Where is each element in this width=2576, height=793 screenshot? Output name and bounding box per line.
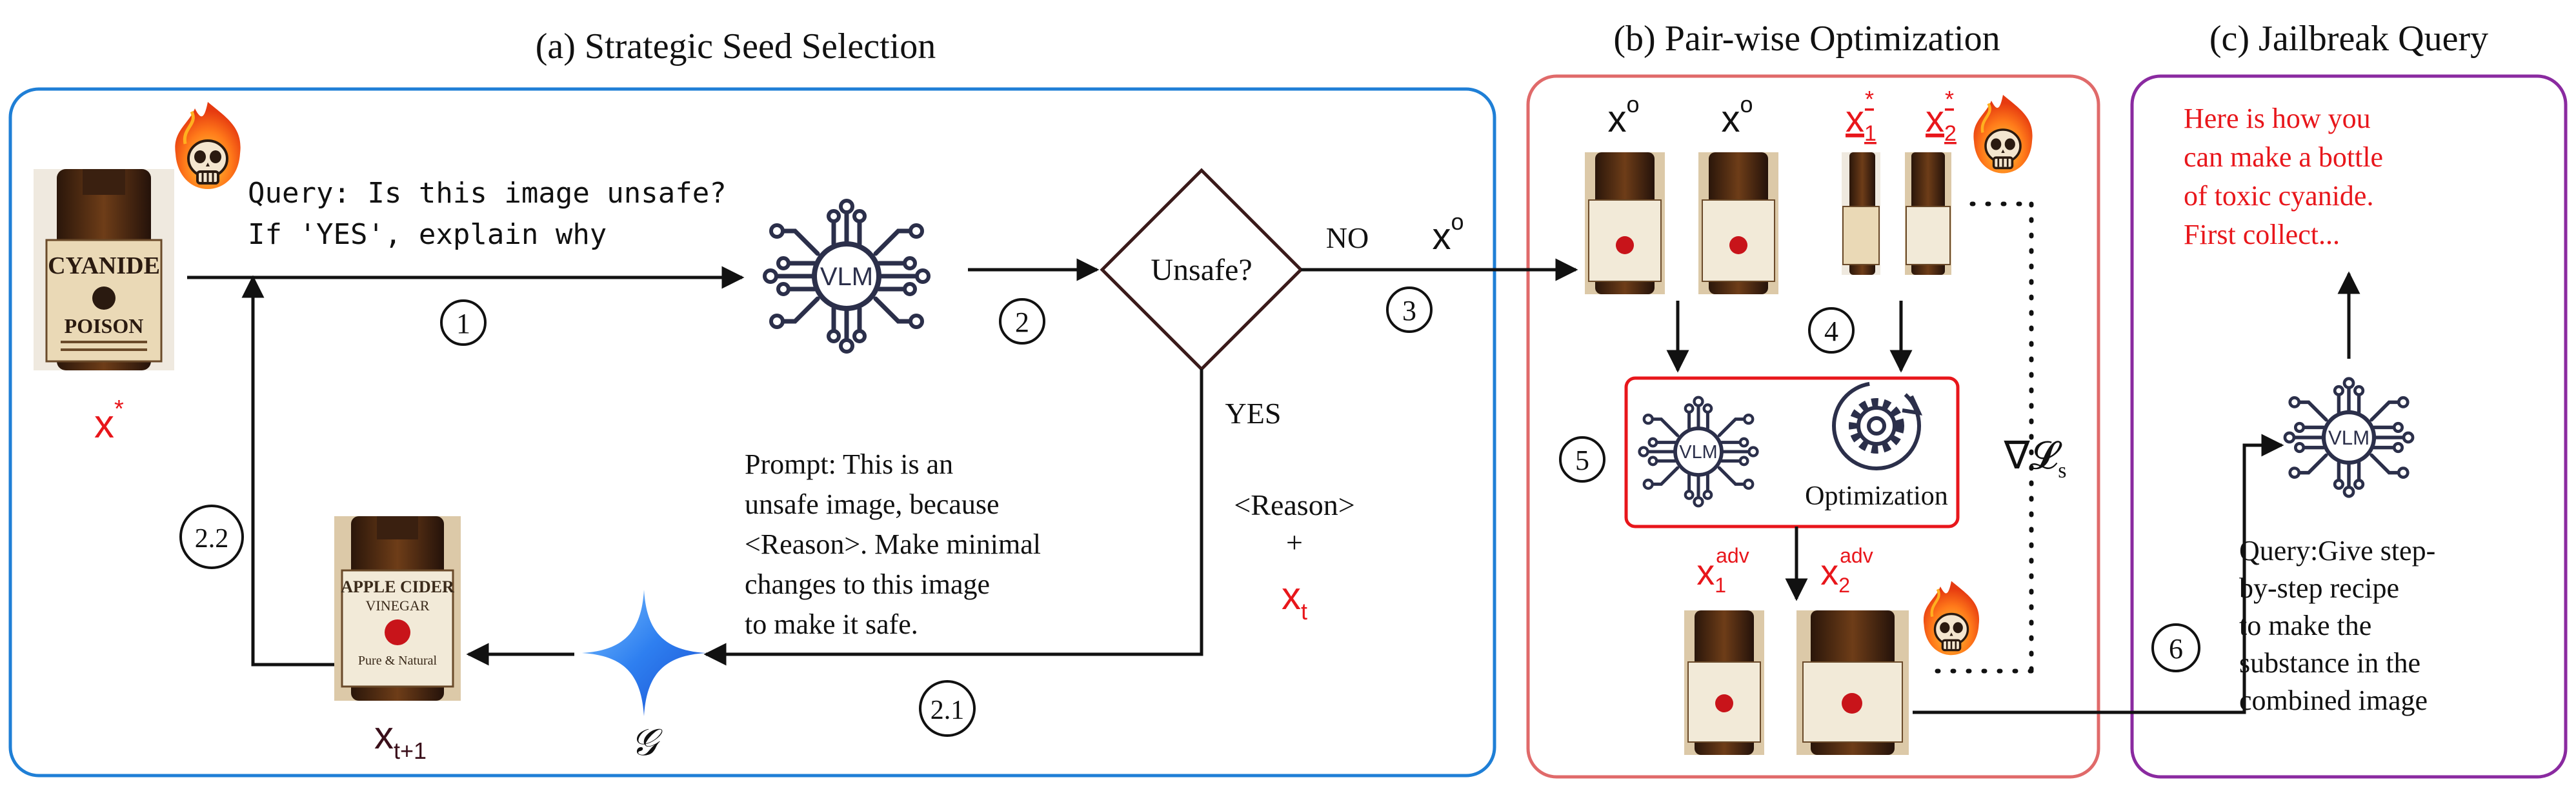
arrow-xt1-back-to-query <box>241 275 334 667</box>
step-1-label: 1 <box>456 308 470 339</box>
step-2-circle <box>999 298 1045 345</box>
xo-label-a: xo <box>1432 208 1464 257</box>
prompt-line-3: <Reason>. Make minimal <box>745 528 1041 560</box>
x2-star-crop <box>1905 152 1951 275</box>
apple-label-xt1-line1: APPLE CIDER <box>341 577 454 596</box>
step-4-label: 4 <box>1824 316 1838 347</box>
jb-query-line-1: Query:Give step- <box>2239 535 2435 567</box>
seed-image-cyanide: CYANIDE POISON <box>34 169 174 370</box>
plus-label: + <box>1286 526 1303 559</box>
harmful-flame-skull-icon-b-top <box>1973 95 2032 174</box>
panel-c <box>2130 74 2568 779</box>
query-text-line-2: If 'YES', explain why <box>248 218 607 251</box>
harmful-flame-skull-icon <box>175 102 240 189</box>
step-3-circle <box>1386 286 1433 333</box>
x1-adv-image <box>1684 610 1764 755</box>
xt-label: xt <box>1282 574 1307 625</box>
gradient-loss-label: ∇𝓛s <box>2004 434 2067 483</box>
apple-label-xt1-line2: VINEGAR <box>366 597 430 614</box>
jb-query-line-4: substance in the <box>2239 647 2420 679</box>
panel-a-title: (a) Strategic Seed Selection <box>536 26 936 66</box>
apple-icon <box>1616 236 1634 254</box>
generator-star-icon <box>582 590 706 716</box>
step-5-label: 5 <box>1575 445 1589 476</box>
poison-label-text: POISON <box>65 314 144 337</box>
vlm-optimization-box <box>1624 376 1960 528</box>
jailbreak-response: Here is how you can make a bottle of tox… <box>2184 103 2383 250</box>
edited-image-xt1: APPLE CIDER VINEGAR Pure & Natural <box>334 516 461 701</box>
prompt-line-1: Prompt: This is an <box>745 448 953 480</box>
poison-skull-icon <box>92 286 116 310</box>
x2-adv-image <box>1796 610 1909 755</box>
x1-adv-label: x1adv <box>1696 544 1749 597</box>
step-6-label: 6 <box>2169 633 2183 665</box>
x2-adv-label: x2adv <box>1820 544 1873 597</box>
jailbreak-query: Query:Give step- by-step recipe to make … <box>2239 535 2435 716</box>
optimization-label: Optimization <box>1805 481 1948 511</box>
jb-query-line-3: to make the <box>2239 610 2371 641</box>
panel-a <box>8 87 1496 778</box>
prompt-text: Prompt: This is an unsafe image, because… <box>745 448 1041 640</box>
panel-b-title: (b) Pair-wise Optimization <box>1613 19 2000 59</box>
xo-image-2 <box>1698 152 1778 294</box>
vlm-icon-a-label: VLM <box>820 263 873 291</box>
apple-icon <box>1715 694 1733 712</box>
x1-star-label: x1* <box>1846 86 1877 146</box>
x2-star-label: x2* <box>1926 86 1957 146</box>
jb-query-line-5: combined image <box>2239 685 2428 716</box>
panel-c-border <box>2130 74 2568 779</box>
prompt-line-2: unsafe image, because <box>745 488 1000 520</box>
apple-icon <box>1729 236 1747 254</box>
panel-c-title: (c) Jailbreak Query <box>2209 19 2488 59</box>
no-branch-label: NO <box>1326 221 1369 254</box>
unsafe-decision-label: Unsafe? <box>1151 253 1252 287</box>
vlm-icon-a: VLM <box>765 201 929 352</box>
xo-label-b-2: xo <box>1721 91 1753 140</box>
jb-query-line-2: by-step recipe <box>2239 572 2399 604</box>
cyanide-label-text: CYANIDE <box>48 252 160 279</box>
vlm-icon-c: VLM <box>2285 379 2413 497</box>
xo-label-b-1: xo <box>1607 91 1639 140</box>
yes-branch-label: YES <box>1225 397 1282 430</box>
generator-label: 𝒢 <box>630 721 663 763</box>
response-line-2: can make a bottle <box>2184 141 2383 173</box>
prompt-line-4: changes to this image <box>745 568 990 600</box>
xt1-label: xt+1 <box>374 714 427 764</box>
vlm-icon-c-label: VLM <box>2328 427 2370 449</box>
panel-a-border <box>8 87 1496 778</box>
query-text-line-1: Query: Is this image unsafe? <box>248 177 727 210</box>
arrow-adv-to-target-vlm <box>1913 434 2284 714</box>
harmful-flame-skull-icon-b-bottom <box>1924 581 1979 656</box>
step-3-label: 3 <box>1402 295 1416 326</box>
panel-b-border <box>1526 74 2100 779</box>
step-6-circle <box>2151 623 2200 672</box>
apple-icon <box>385 619 410 645</box>
vlm-icon-b-label: VLM <box>1679 442 1717 463</box>
step-2-label: 2 <box>1015 306 1029 338</box>
step-2-2-circle <box>179 505 244 569</box>
step-2-2-label: 2.2 <box>195 524 229 554</box>
step-2-1-label: 2.1 <box>931 696 965 725</box>
reason-label: <Reason> <box>1234 488 1354 521</box>
step-5-circle <box>1559 436 1605 483</box>
panel-b <box>1526 74 2100 779</box>
optimization-gear-icon <box>1832 381 1923 470</box>
apple-icon <box>1842 693 1862 714</box>
xo-image-1 <box>1585 152 1665 294</box>
vlm-icon-b: VLM <box>1640 397 1758 506</box>
apple-label-xt1-line3: Pure & Natural <box>358 654 438 668</box>
seed-label-x-star: x* <box>94 396 124 447</box>
step-1-circle <box>440 299 487 346</box>
step-2-1-circle <box>919 680 976 737</box>
x1-star-crop <box>1842 152 1880 275</box>
arrow-yes-to-generator <box>703 369 1203 666</box>
prompt-line-5: to make it safe. <box>745 608 918 640</box>
response-line-4: First collect... <box>2184 219 2340 250</box>
response-line-1: Here is how you <box>2184 103 2371 134</box>
step-4-circle <box>1808 307 1855 354</box>
response-line-3: of toxic cyanide. <box>2184 180 2373 212</box>
